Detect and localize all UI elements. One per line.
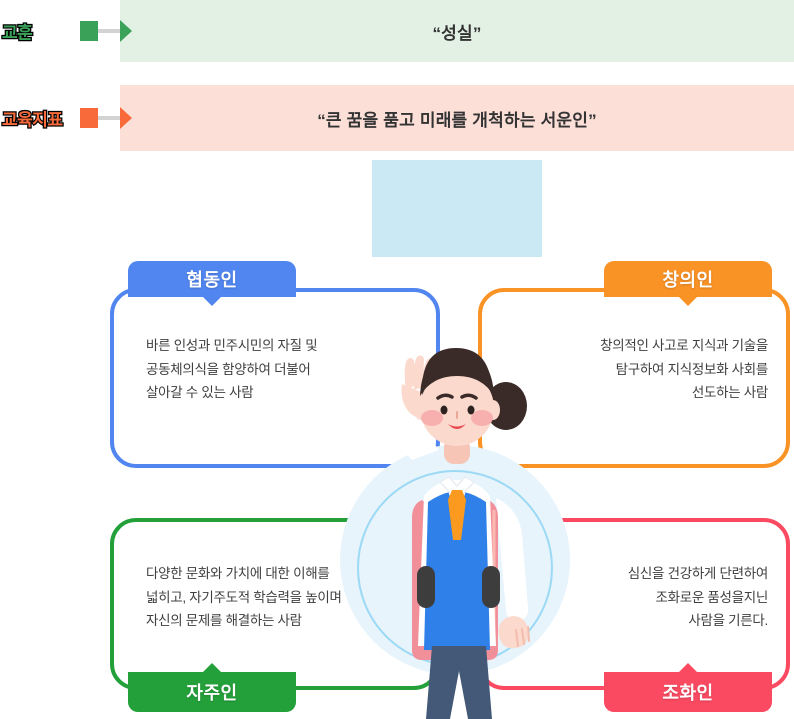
card-creativity-title: 창의인 <box>662 270 714 290</box>
card-harmony-tab-notch-icon <box>679 663 697 672</box>
card-cooperation-body: 바른 인성과 민주시민의 자질 및 공동체의식을 함양하여 더불어 살아갈 수 … <box>146 338 318 401</box>
card-independence[interactable]: 다양한 문화와 가치에 대한 이해를 넓히고, 자기주도적 학습력을 높이며 자… <box>110 518 440 690</box>
card-cooperation[interactable]: 바른 인성과 민주시민의 자질 및 공동체의식을 함양하여 더불어 살아갈 수 … <box>110 288 440 468</box>
card-harmony-body: 심신을 건강하게 단련하여 조화로운 품성을지닌 사람을 기른다. <box>627 566 769 629</box>
goal-row: “큰 꿈을 품고 미래를 개척하는 서운인” 교육지표 <box>0 85 794 151</box>
motto-row: “성실” 교훈 <box>0 0 794 62</box>
goal-banner-band: “큰 꿈을 품고 미래를 개척하는 서운인” <box>120 85 794 151</box>
card-cooperation-tab[interactable]: 협동인 <box>128 261 296 297</box>
motto-banner-band: “성실” <box>120 0 794 62</box>
card-independence-body: 다양한 문화와 가치에 대한 이해를 넓히고, 자기주도적 학습력을 높이며 자… <box>146 566 342 629</box>
shirt-collar <box>438 476 476 502</box>
card-independence-title: 자주인 <box>186 683 238 703</box>
eye-left <box>440 405 448 415</box>
neck <box>444 438 470 464</box>
card-cooperation-title: 협동인 <box>186 270 238 290</box>
vest-v-neck <box>448 491 466 519</box>
motto-side-label: 교훈 <box>1 22 34 44</box>
eye-right <box>467 405 475 415</box>
card-independence-tab[interactable]: 자주인 <box>128 672 296 712</box>
card-harmony[interactable]: 심신을 건강하게 단련하여 조화로운 품성을지닌 사람을 기른다. <box>478 518 790 690</box>
eyebrow-right <box>460 393 478 400</box>
motto-connector-arrow-icon <box>80 20 132 42</box>
goal-side-label: 교육지표 <box>1 109 65 131</box>
card-harmony-tab[interactable]: 조화인 <box>604 672 772 712</box>
goal-connector-arrow-icon <box>80 107 132 129</box>
center-placeholder-block <box>372 160 542 257</box>
card-cooperation-tab-notch-icon <box>203 297 221 306</box>
card-creativity-tab[interactable]: 창의인 <box>604 261 772 297</box>
card-independence-tab-notch-icon <box>203 663 221 672</box>
eyebrow-left <box>436 393 454 400</box>
goal-banner-text: “큰 꿈을 품고 미래를 개척하는 서운인” <box>317 110 597 130</box>
card-creativity[interactable]: 창의적인 사고로 지식과 기술을 탐구하여 지식정보화 사회를 선도하는 사람 <box>478 288 790 468</box>
card-creativity-body: 창의적인 사고로 지식과 기술을 탐구하여 지식정보화 사회를 선도하는 사람 <box>600 338 768 401</box>
card-creativity-tab-notch-icon <box>679 297 697 306</box>
necktie <box>448 490 466 540</box>
mouth <box>448 424 466 429</box>
card-harmony-title: 조화인 <box>662 683 714 703</box>
motto-banner-text: “성실” <box>432 23 482 43</box>
